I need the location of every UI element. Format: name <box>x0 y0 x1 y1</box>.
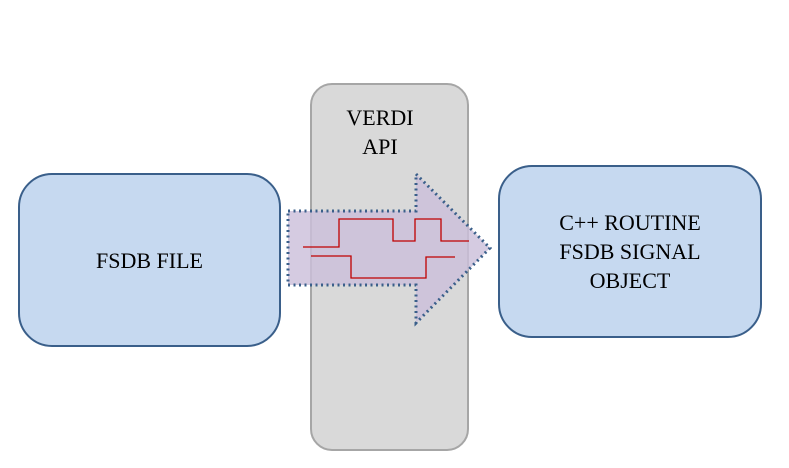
data-flow-arrow <box>286 170 493 327</box>
cpp-routine-label-line-3: OBJECT <box>589 268 671 293</box>
verdi-api-label: VERDI API <box>310 103 450 161</box>
cpp-routine-label: C++ ROUTINE FSDB SIGNAL OBJECT <box>559 208 701 295</box>
fsdb-file-box: FSDB FILE <box>18 173 281 347</box>
verdi-api-label-line-2: API <box>362 134 398 159</box>
cpp-routine-label-line-1: C++ ROUTINE <box>559 210 701 235</box>
verdi-api-label-line-1: VERDI <box>346 105 414 130</box>
cpp-routine-box: C++ ROUTINE FSDB SIGNAL OBJECT <box>498 165 762 338</box>
fsdb-file-label: FSDB FILE <box>96 247 203 273</box>
signal-waveform-upper <box>303 218 469 248</box>
signal-waveform-lower <box>311 255 455 279</box>
cpp-routine-label-line-2: FSDB SIGNAL <box>559 239 701 264</box>
